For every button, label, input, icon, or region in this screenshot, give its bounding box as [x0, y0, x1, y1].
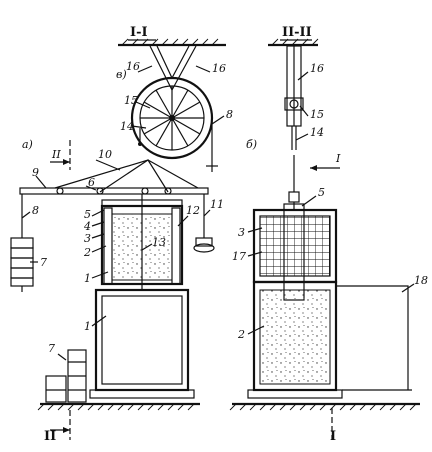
section-label-bottom-right: I: [330, 429, 336, 444]
callout-1: 1: [84, 272, 91, 285]
callout-6: 6: [88, 176, 95, 189]
bracket-v: [149, 45, 197, 92]
callout-10: 10: [98, 148, 112, 161]
callout-4: 4: [83, 220, 91, 233]
bracket-v-inner: [156, 45, 190, 80]
callout-12: 12: [186, 204, 200, 217]
callout-r5: 5: [318, 186, 325, 199]
callout-3: 3: [84, 232, 91, 245]
callout-r17: 17: [232, 250, 246, 263]
section-label-right: II-II: [282, 25, 312, 40]
leader-lines: [21, 65, 415, 361]
callout-5: 5: [84, 208, 91, 221]
wheel-hub: [169, 115, 175, 121]
callout-8: 8: [226, 108, 233, 121]
lower-box-1: [94, 288, 190, 392]
callout-16b: 16: [212, 62, 226, 75]
callout-r2: 2: [237, 328, 245, 341]
view-b: [229, 38, 420, 440]
weights-7-stack-left: [45, 375, 67, 403]
callout-8b: 8: [32, 204, 39, 217]
reinforcement-grid-17: [259, 215, 331, 277]
callout-r18: 18: [414, 274, 428, 287]
beam-9: [19, 187, 209, 195]
callout-r15: 15: [310, 108, 324, 121]
callout-7: 7: [40, 256, 47, 269]
wheel-weight: [138, 142, 142, 146]
stand-18: [336, 285, 409, 390]
callout-r3: 3: [238, 226, 245, 239]
view-b-label: б): [246, 138, 257, 151]
soil-specimen-lower: [259, 289, 331, 385]
callout-r16: 16: [310, 62, 324, 75]
view-v-wheel: [118, 38, 226, 172]
callout-11: 11: [210, 198, 224, 211]
callout-2: 2: [83, 246, 91, 259]
section-arrow-left-top: II: [51, 148, 61, 161]
callout-9: 9: [32, 166, 39, 179]
weight-7-disk: [10, 237, 34, 249]
section-label-top: I-I: [130, 25, 148, 40]
callout-7b: 7: [48, 342, 55, 355]
wheel-spokes: [140, 86, 204, 150]
callout-1b: 1: [84, 320, 91, 333]
view-v-label: в): [116, 68, 127, 81]
callout-15: 15: [124, 94, 138, 107]
labels: I-I II-II II I II I в) а) б) 16 16 15 14…: [22, 25, 428, 444]
view-a: [10, 140, 215, 440]
callout-r14: 14: [310, 126, 324, 139]
section-arrow-right: I: [335, 152, 341, 165]
section-label-bottom-left: II: [44, 429, 56, 444]
callout-16a: 16: [126, 60, 140, 73]
callout-14: 14: [120, 120, 134, 133]
ceiling-top-hatch: [121, 38, 219, 46]
callout-13: 13: [152, 236, 166, 249]
view-a-label: а): [22, 138, 33, 151]
